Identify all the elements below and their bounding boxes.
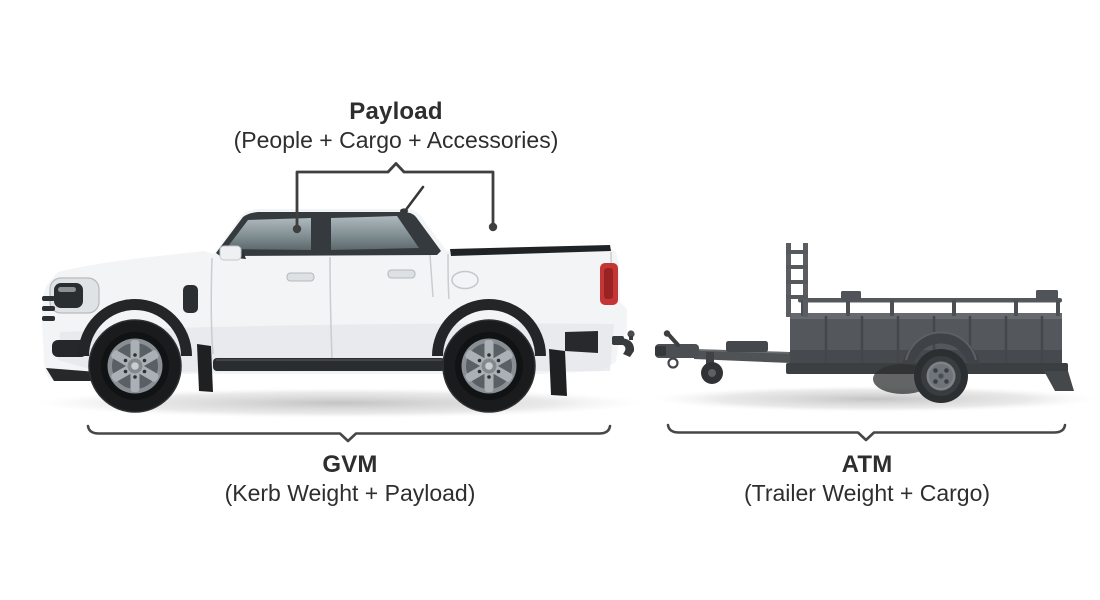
payload-subtitle: (People + Cargo + Accessories) [233,127,559,153]
truck-rear-wheel [442,319,536,413]
trailer-box-top-edge [790,313,1062,319]
trailer-fender-highlight [905,331,977,361]
trailer-coupler [655,330,699,369]
truck-running-board [213,358,445,371]
atm-label: ATM (Trailer Weight + Cargo) [647,451,1087,508]
truck-taillight [600,263,618,305]
truck-headlight [49,277,100,314]
truck-rear-fender-flare [432,299,546,356]
gvm-subtitle: (Kerb Weight + Payload) [224,480,476,506]
atm-title: ATM [841,451,893,478]
trailer-illustration [653,243,1097,412]
atm-bracket [666,423,1067,442]
trailer-top-rail [798,290,1062,316]
truck-illustration [35,185,645,418]
truck-fender-vent [183,285,198,313]
payload-title: Payload [349,98,443,125]
trailer-wheel [914,349,968,403]
trailer-shadow [653,386,1097,412]
trailer-jockey-wheel [701,352,723,384]
truck-tow-hitch [612,330,635,357]
truck-rear-valence [565,331,598,353]
truck-grille [42,296,55,321]
trailer-fender [902,332,980,364]
truck-front-fender-flare [78,299,192,356]
truck-tonneau-cover [450,245,611,256]
trailer-ladder-rack [786,243,808,317]
payload-pointer-dot-left [292,224,302,234]
truck-rear-mudflap [549,349,567,396]
gvm-bracket [86,424,612,443]
truck-front-lip [46,368,97,381]
gvm-label: GVM (Kerb Weight + Payload) [130,451,570,508]
payload-pointer-dot-right [488,222,498,232]
truck-rear-door-handle [387,269,416,279]
truck-front-wheel [88,319,182,413]
truck-front-door-glass [226,218,311,250]
payload-label: Payload (People + Cargo + Accessories) [126,98,666,155]
truck-fuel-cap [451,270,479,290]
trailer-drawbar-box [726,341,768,352]
truck-antenna [400,185,425,214]
payload-bracket [292,162,498,234]
trailer-rear-mudguard [1044,371,1074,391]
truck-front-door-handle [286,272,315,282]
truck-rear-door-glass [331,216,419,250]
gvm-title: GVM [322,451,378,478]
truck-mirror [219,245,246,261]
truck-front-mudflap [197,344,213,392]
atm-subtitle: (Trailer Weight + Cargo) [743,480,991,506]
